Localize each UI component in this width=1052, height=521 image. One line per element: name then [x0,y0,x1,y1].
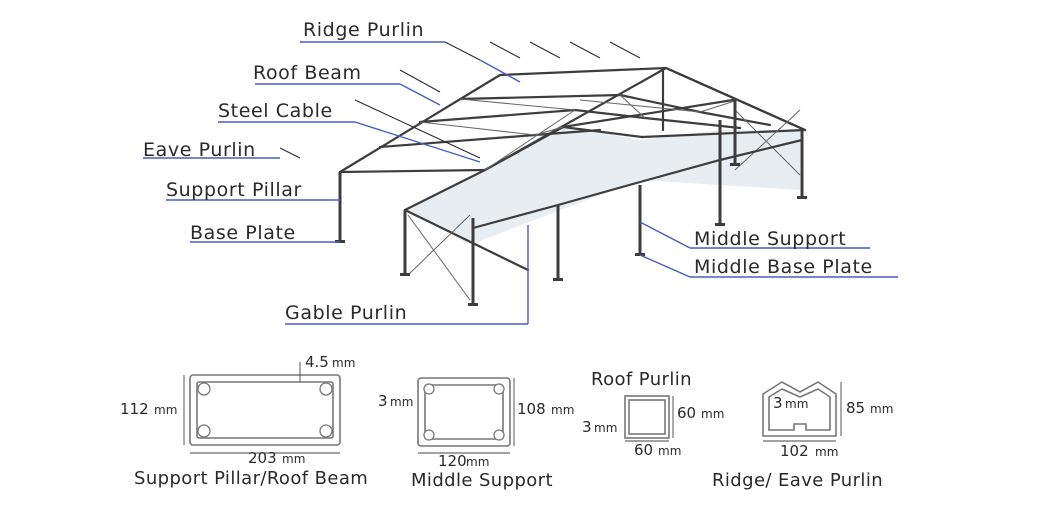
roof-beam-near [338,168,487,174]
ridge-thickness-value: 3 [773,394,783,412]
roof-purlin-thickness-unit: mm [594,421,617,435]
roof-beam-1 [458,93,772,127]
middle-height-value: 108 [517,400,546,418]
right-eave-purlin [640,128,807,139]
roof-purlin-width-unit: mm [658,444,681,458]
tent-frame [335,66,807,306]
label-ridge-purlin: Ridge Purlin [303,19,424,41]
middle-thickness-unit: mm [390,395,413,409]
ridge-thickness-unit: mm [785,397,808,411]
middle-width-unit: mm [466,455,489,469]
profile-roof-purlin: Roof Purlin 60 mm 3 mm 60 mm [582,369,724,459]
middle-width-value: 120 [438,452,467,470]
ridge-width-unit: mm [815,445,838,459]
component-labels: Ridge Purlin Roof Beam Steel Cable Eave … [143,19,873,324]
right-eave-top [664,66,807,132]
pillar-width-unit: mm [282,452,305,466]
pillar-thickness-value: 4.5 [305,353,329,371]
label-gable-purlin: Gable Purlin [285,302,407,324]
roof-purlin-height-unit: mm [701,407,724,421]
ridge-height-unit: mm [870,402,893,416]
label-middle-support: Middle Support [694,228,846,250]
roof-purlin-thickness-value: 3 [582,418,592,436]
profile-middle-support: 3 mm 108 mm 120 mm Middle Support [378,377,574,491]
cable-bracing [407,94,801,301]
label-support-pillar: Support Pillar [166,179,302,201]
ridge-purlin-line [483,66,668,172]
roof-beam-2 [418,108,742,130]
middle-caption: Middle Support [411,470,553,491]
ridge-caption: Ridge/ Eave Purlin [712,470,883,491]
left-eave-purlin [338,73,502,174]
pillar-thickness-unit: mm [332,356,355,370]
label-roof-beam: Roof Beam [253,62,362,84]
label-base-plate: Base Plate [190,222,296,244]
label-middle-base-plate: Middle Base Plate [694,256,873,278]
gable-bottom-line [471,138,804,230]
support-pillars [338,100,804,305]
pillar-width-value: 203 [248,449,277,467]
middle-height-unit: mm [551,403,574,417]
middle-thickness-value: 3 [378,392,388,410]
pillar-caption: Support Pillar/Roof Beam [134,468,368,489]
pillar-height-unit: mm [154,403,177,417]
ridge-height-value: 85 [846,399,865,417]
label-steel-cable: Steel Cable [218,100,333,122]
profile-support-pillar: 112 mm 203 mm 4.5 mm Support Pillar/Roof… [120,353,368,489]
roof-purlin-title: Roof Purlin [591,369,692,390]
label-eave-purlin: Eave Purlin [143,139,256,161]
pillar-height-value: 112 [120,400,149,418]
leader-lines [143,41,898,325]
front-eave-line [403,208,530,272]
roof-purlin-height-value: 60 [677,404,696,422]
ridge-width-value: 102 [780,442,809,460]
far-ridge-line [561,98,735,129]
profile-ridge-purlin: 3 mm 85 mm 102 mm Ridge/ Eave Purlin [712,381,893,491]
gable-end-wall [408,125,800,245]
roof-purlin-width-value: 60 [634,441,653,459]
roof-beam-far [498,66,807,132]
